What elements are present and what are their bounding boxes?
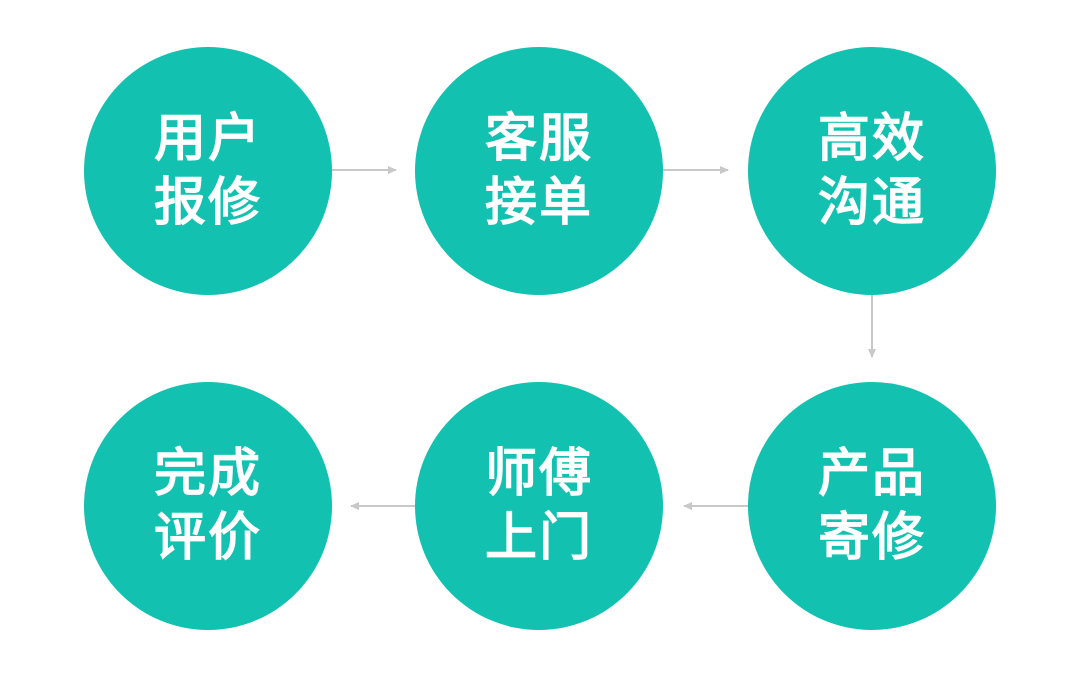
step-label-line1: 客服 [484,109,593,169]
step-complete-review: 完成 评价 [84,382,332,630]
step-label-line1: 完成 [153,444,262,504]
step-label-line2: 评价 [153,508,262,568]
step-label-line2: 上门 [484,508,593,568]
step-label-line1: 师傅 [484,444,593,504]
step-label-line1: 产品 [817,444,926,504]
step-label-line1: 高效 [817,109,926,169]
step-label-line1: 用户 [153,109,262,169]
step-label-line2: 接单 [484,173,593,233]
step-label-line2: 寄修 [817,508,926,568]
step-label-line2: 报修 [153,173,262,233]
step-technician-visit: 师傅 上门 [415,382,663,630]
step-user-report: 用户 报修 [84,47,332,295]
step-service-accept: 客服 接单 [415,47,663,295]
step-efficient-communication: 高效 沟通 [748,47,996,295]
step-product-mail-repair: 产品 寄修 [748,382,996,630]
step-label-line2: 沟通 [817,173,926,233]
